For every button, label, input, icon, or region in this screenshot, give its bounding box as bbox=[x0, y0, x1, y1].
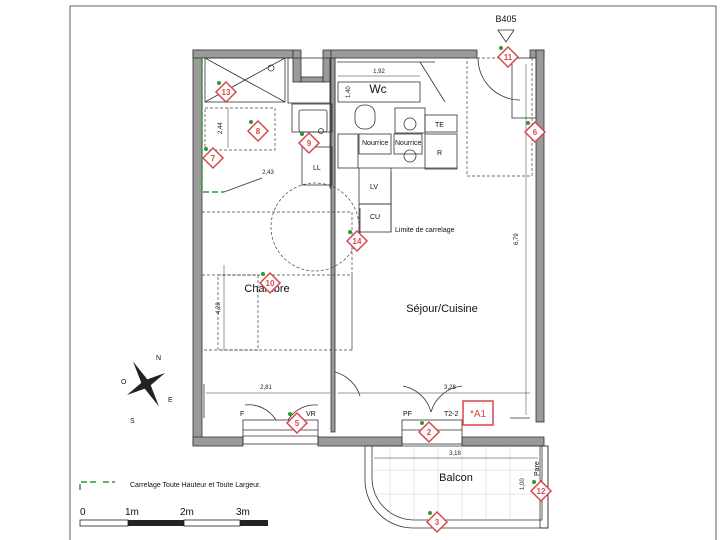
photo-marker-label: 10 bbox=[266, 279, 275, 288]
dim-318: 3,18 bbox=[449, 451, 461, 457]
fixture-nourrice-2: Nourrice bbox=[395, 140, 422, 147]
photo-marker-dot bbox=[499, 46, 503, 50]
photo-marker-label: 8 bbox=[256, 127, 261, 136]
balcony bbox=[364, 445, 549, 529]
photo-marker-label: 14 bbox=[353, 237, 362, 246]
photo-marker-3 bbox=[425, 510, 449, 534]
doors bbox=[203, 208, 530, 421]
photo-marker-5 bbox=[285, 411, 309, 435]
compass-s: S bbox=[130, 418, 135, 425]
photo-marker-14 bbox=[345, 229, 369, 253]
fixture-pf: PF bbox=[403, 411, 412, 418]
photo-marker-dot bbox=[217, 81, 221, 85]
dim-244: 2,44 bbox=[218, 122, 224, 134]
legend-tile-swatch bbox=[79, 481, 98, 490]
tag-a1-label: *A1 bbox=[470, 409, 487, 420]
photo-markers: 13 8 9 7 11 6 14 10 5 2 3 12 bbox=[201, 45, 553, 534]
walls bbox=[192, 49, 545, 447]
fixture-r: R bbox=[437, 150, 442, 157]
tile-limit-label: Limite de carrelage bbox=[395, 227, 455, 234]
scale-label-1: 1m bbox=[125, 507, 139, 518]
photo-marker-label: 2 bbox=[427, 428, 432, 437]
dim-679: 6,79 bbox=[514, 233, 520, 245]
photo-marker-dot bbox=[428, 511, 432, 515]
photo-marker-7 bbox=[201, 146, 225, 170]
compass-n: N bbox=[156, 355, 161, 362]
fixture-pare: Pare bbox=[534, 461, 541, 476]
fixture-vr: VR bbox=[306, 411, 316, 418]
windows bbox=[242, 57, 537, 445]
room-balcon: Balcon bbox=[439, 472, 473, 484]
photo-marker-9 bbox=[297, 131, 321, 155]
photo-marker-label: 12 bbox=[537, 487, 546, 496]
photo-marker-label: 5 bbox=[295, 419, 300, 428]
room-wc: Wc bbox=[369, 82, 386, 96]
photo-marker-label: 13 bbox=[222, 88, 231, 97]
scale-label-2: 2m bbox=[180, 507, 194, 518]
photo-marker-2 bbox=[417, 420, 441, 444]
fixture-t22: T2-2 bbox=[444, 411, 459, 418]
entry-arrow-icon bbox=[497, 29, 515, 43]
photo-marker-dot bbox=[249, 120, 253, 124]
fixture-ll: LL bbox=[313, 165, 321, 172]
unit-code: B405 bbox=[495, 14, 516, 24]
photo-marker-dot bbox=[532, 480, 536, 484]
dim-281: 2,81 bbox=[260, 385, 272, 391]
bathroom bbox=[201, 57, 333, 193]
tag-a1: *A1 bbox=[462, 400, 494, 426]
fixture-nourrice-1: Nourrice bbox=[362, 140, 389, 147]
photo-marker-label: 6 bbox=[533, 128, 538, 137]
fixture-f: F bbox=[240, 411, 244, 418]
photo-marker-label: 11 bbox=[504, 53, 513, 62]
photo-marker-dot bbox=[288, 412, 292, 416]
dimension-lines bbox=[206, 64, 538, 459]
photo-marker-label: 9 bbox=[307, 139, 312, 148]
compass-e: E bbox=[168, 397, 173, 404]
dim-100: 1,00 bbox=[520, 478, 526, 490]
photo-marker-dot bbox=[348, 230, 352, 234]
photo-marker-13 bbox=[214, 80, 238, 104]
dim-243: 2,43 bbox=[262, 170, 274, 176]
photo-marker-dot bbox=[300, 132, 304, 136]
dim-140: 1,40 bbox=[346, 86, 352, 98]
dim-328: 3,28 bbox=[444, 385, 456, 391]
photo-marker-6 bbox=[523, 120, 547, 144]
fixture-lv: LV bbox=[370, 184, 378, 191]
scale-label-0: 0 bbox=[80, 507, 86, 518]
chambre-furniture bbox=[201, 182, 360, 351]
photo-marker-dot bbox=[420, 421, 424, 425]
photo-marker-11 bbox=[496, 45, 520, 69]
photo-marker-label: 3 bbox=[435, 518, 440, 527]
photo-marker-dot bbox=[261, 272, 265, 276]
photo-marker-8 bbox=[246, 119, 270, 143]
photo-marker-dot bbox=[526, 121, 530, 125]
compass-o: O bbox=[121, 379, 127, 386]
sheet-frame bbox=[69, 5, 717, 540]
dim-428: 4,28 bbox=[216, 302, 222, 314]
legend-text: Carrelage Toute Hauteur et Toute Largeur… bbox=[130, 482, 261, 489]
photo-marker-dot bbox=[204, 147, 208, 151]
fixture-cu: CU bbox=[370, 214, 380, 221]
room-sejour: Séjour/Cuisine bbox=[406, 303, 478, 315]
photo-marker-10 bbox=[258, 271, 282, 295]
photo-marker-12 bbox=[529, 479, 553, 503]
dim-192: 1,92 bbox=[373, 69, 385, 75]
photo-marker-label: 7 bbox=[211, 154, 216, 163]
scale-label-3: 3m bbox=[236, 507, 250, 518]
fixture-te: TE bbox=[435, 122, 444, 129]
compass-icon bbox=[126, 361, 166, 407]
scale-bar bbox=[79, 519, 268, 527]
